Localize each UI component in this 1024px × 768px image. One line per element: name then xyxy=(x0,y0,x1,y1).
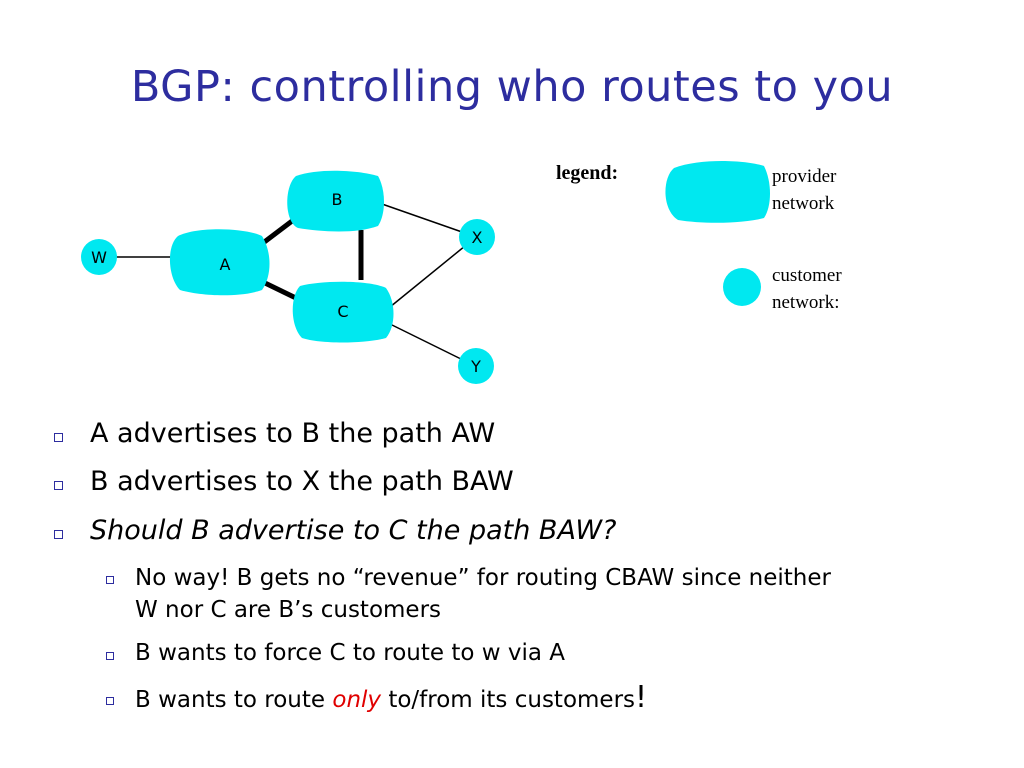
legend-title: legend: xyxy=(556,162,619,184)
node-y-circle xyxy=(458,348,494,384)
node-w-label: W xyxy=(91,248,107,267)
edge-b-x xyxy=(381,203,463,233)
node-x-circle xyxy=(459,219,495,255)
node-w-circle xyxy=(81,239,117,275)
sub-bullet-marker-1 xyxy=(106,576,114,584)
legend-provider-line1: provider xyxy=(772,166,837,187)
node-y-label: Y xyxy=(470,357,481,376)
node-a-label: A xyxy=(220,255,231,274)
bullet-3: Should B advertise to C the path BAW? xyxy=(90,515,617,546)
emphasis-only: only xyxy=(332,687,382,713)
node-c-cloud xyxy=(292,281,394,343)
sub-bullet-3-exclamation: ! xyxy=(635,680,648,715)
bullet-2: B advertises to X the path BAW xyxy=(90,466,514,497)
sub-bullet-marker-3 xyxy=(106,697,114,705)
sub-bullet-3: B wants to route only to/from its custom… xyxy=(135,682,955,716)
bullet-marker-2 xyxy=(54,481,63,490)
edge-c-x xyxy=(389,245,466,308)
bullet-marker-1 xyxy=(54,433,63,442)
node-x-label: X xyxy=(472,228,483,247)
sub-bullet-3-post: to/from its customers xyxy=(381,687,636,713)
legend-customer-line2: network: xyxy=(772,292,840,313)
sub-bullet-1-line1: No way! B gets no “revenue” for routing … xyxy=(135,565,831,591)
sub-bullet-marker-2 xyxy=(106,652,114,660)
legend-provider-line2: network xyxy=(772,193,835,214)
node-b-label: B xyxy=(332,190,343,209)
edge-c-y xyxy=(389,323,464,361)
node-a-cloud xyxy=(169,229,270,296)
legend-customer-label: customer network: xyxy=(772,262,842,316)
bullet-marker-3 xyxy=(54,530,63,539)
sub-bullet-2: B wants to force C to route to w via A xyxy=(135,640,566,666)
legend-provider-label: provider network xyxy=(772,163,836,217)
legend-customer-line1: customer xyxy=(772,265,842,286)
legend-provider-cloud xyxy=(665,161,770,223)
edge-a-c xyxy=(263,280,302,303)
sub-bullet-1-line2: W nor C are B’s customers xyxy=(135,597,442,623)
node-c-label: C xyxy=(337,302,348,321)
sub-bullet-1: No way! B gets no “revenue” for routing … xyxy=(135,562,955,626)
slide-title: BGP: controlling who routes to you xyxy=(130,62,894,112)
legend-customer-circle xyxy=(723,268,761,306)
sub-bullet-3-pre: B wants to route xyxy=(135,687,333,713)
node-b-cloud xyxy=(287,170,384,232)
bullet-1: A advertises to B the path AW xyxy=(90,418,496,449)
